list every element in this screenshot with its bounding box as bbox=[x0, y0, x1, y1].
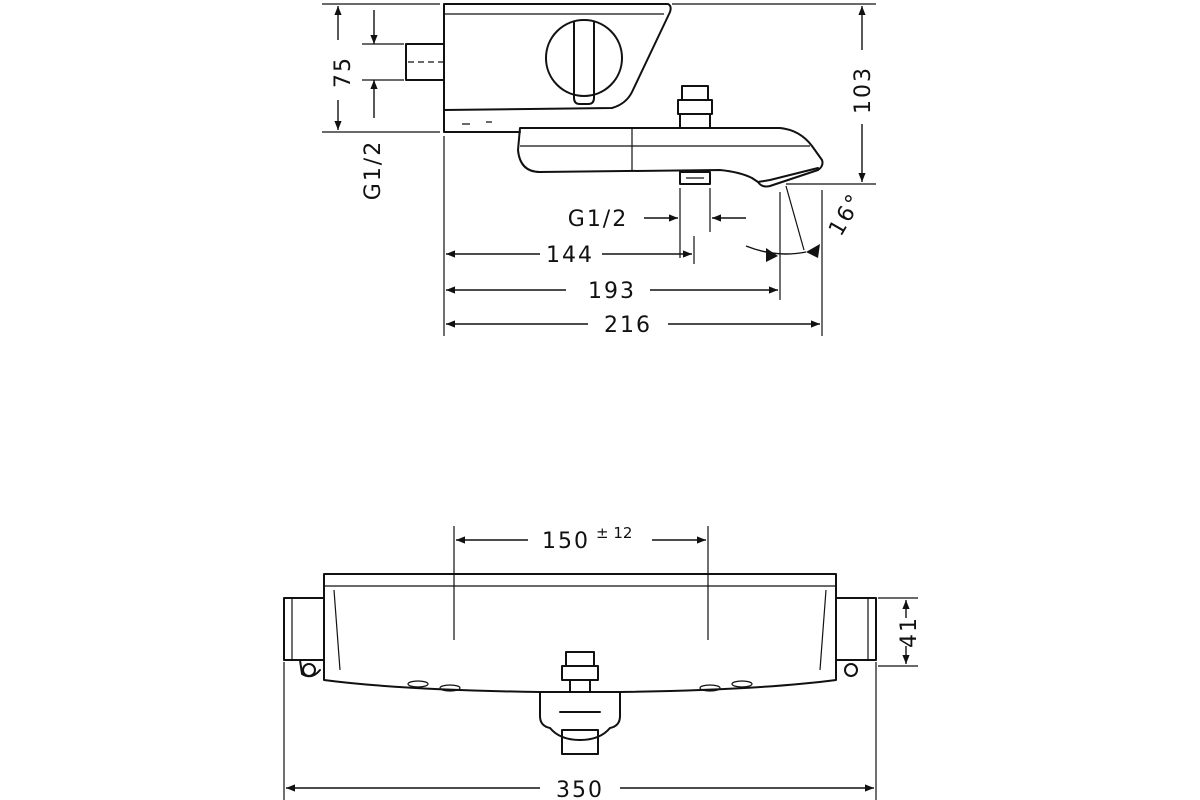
center-outlet bbox=[539, 651, 621, 755]
angle-arrow-right bbox=[806, 244, 820, 258]
angle-arc bbox=[745, 245, 807, 255]
dim-41-extensions bbox=[878, 597, 918, 667]
dim-75-label: 75 bbox=[331, 56, 356, 88]
dim-350-label: 350 bbox=[556, 778, 604, 800]
front-body-chamfers bbox=[333, 589, 827, 671]
dim-150-tolerance: ± 12 bbox=[596, 524, 632, 542]
angle-ray bbox=[785, 185, 805, 251]
body-detail-marks bbox=[462, 121, 492, 125]
angle-arrow-left bbox=[766, 248, 778, 262]
temperature-knob bbox=[545, 19, 623, 105]
spout-outlet bbox=[679, 171, 711, 185]
underside-details bbox=[407, 680, 753, 692]
dim-g12-extensions bbox=[322, 3, 440, 133]
dim-103-label: 103 bbox=[851, 66, 876, 114]
dim-41-label: 41 bbox=[897, 616, 922, 648]
left-inlet bbox=[283, 597, 325, 678]
dim-75-extensions bbox=[362, 43, 404, 81]
dim-103-extensions bbox=[672, 3, 876, 185]
dim-144-label: 144 bbox=[546, 243, 594, 268]
front-view: 150 ± 12 41 350 bbox=[283, 524, 922, 800]
dim-150-label: 150 bbox=[542, 529, 590, 554]
right-inlet bbox=[835, 597, 877, 677]
dim-350-extensions bbox=[283, 662, 877, 800]
spout bbox=[517, 127, 824, 188]
dim-150-extensions bbox=[453, 526, 709, 640]
thermostat-body-outline bbox=[443, 3, 672, 111]
side-view: 75 G1/2 103 G1/2 144 16° 193 bbox=[322, 3, 876, 338]
dim-angle-label: 16° bbox=[824, 189, 868, 240]
dim-outlet-thread-label: G1/2 bbox=[568, 207, 628, 232]
front-body-outline bbox=[323, 573, 837, 693]
dim-216-label: 216 bbox=[604, 313, 652, 338]
inlet-connection bbox=[405, 43, 446, 81]
dim-inlet-thread-label: G1/2 bbox=[361, 140, 386, 200]
dim-193-label: 193 bbox=[588, 279, 636, 304]
dim-outlet-extensions bbox=[679, 188, 711, 258]
diverter-knob bbox=[677, 85, 713, 129]
body-underside bbox=[443, 109, 521, 133]
